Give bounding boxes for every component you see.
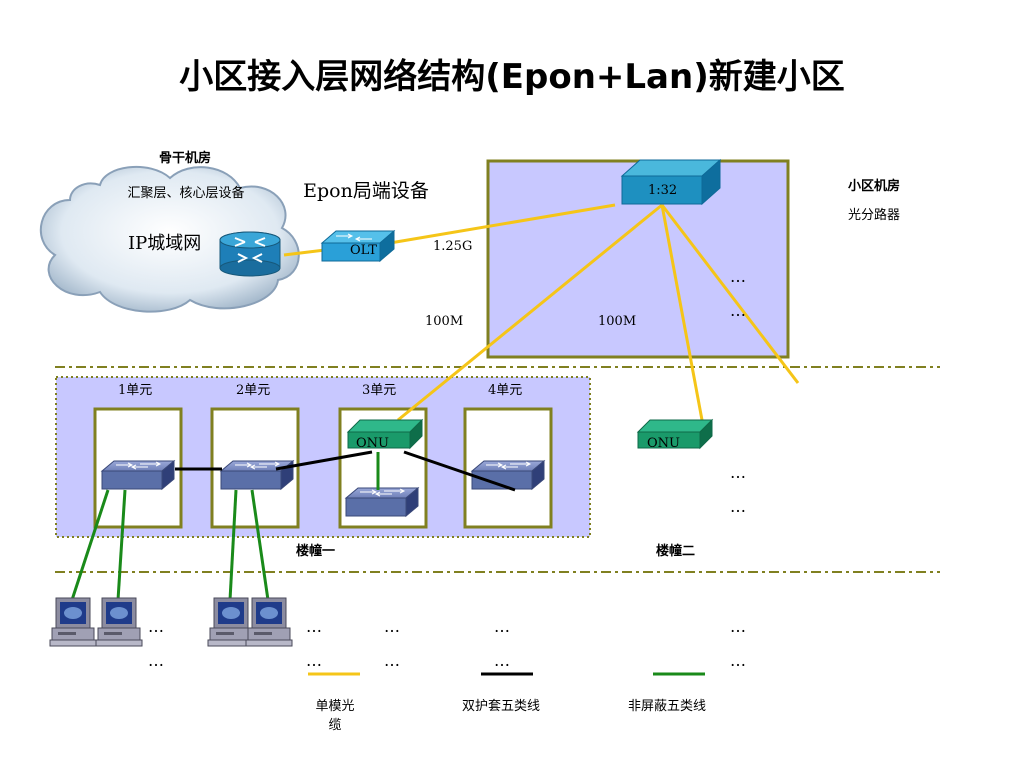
ellipsis: … <box>730 497 747 516</box>
ellipsis: … <box>730 301 747 320</box>
downlink-speed-b: 100M <box>598 314 637 329</box>
computer-icon <box>95 597 143 647</box>
olt-device-icon <box>320 229 396 263</box>
ellipsis: … <box>148 617 165 636</box>
router-icon <box>219 231 281 277</box>
layer-label: 汇聚层、核心层设备 <box>127 186 245 201</box>
switch-icon <box>101 460 175 490</box>
splitter-ratio: 1:32 <box>648 183 678 198</box>
cloud-icon <box>39 165 300 313</box>
legend-label-fiber: 单模光 <box>315 699 355 714</box>
ellipsis: … <box>306 617 323 636</box>
onu-label: ONU <box>356 436 389 451</box>
splitter-label: 光分路器 <box>848 208 901 223</box>
switch-icon <box>471 460 545 490</box>
ellipsis: … <box>148 651 165 670</box>
building-label-2: 楼幢二 <box>656 544 696 559</box>
unit-label-1: 1单元 <box>118 383 153 398</box>
olt-caption: Epon局端设备 <box>303 180 429 202</box>
legend-label-shielded: 双护套五类线 <box>462 699 541 714</box>
ellipsis: … <box>730 617 747 636</box>
network-label: IP城域网 <box>128 233 202 254</box>
ellipsis: … <box>730 651 747 670</box>
legend-label-fiber-cont: 缆 <box>328 718 342 733</box>
unit-label-2: 2单元 <box>236 383 271 398</box>
switch-icon <box>220 460 294 490</box>
building-label-1: 楼幢一 <box>296 544 336 559</box>
fiber-links <box>283 203 800 422</box>
computer-icon <box>245 597 293 647</box>
ellipsis: … <box>730 267 747 286</box>
olt-device-label: OLT <box>350 243 377 258</box>
ellipsis: … <box>384 651 401 670</box>
shielded-cat5-links <box>175 450 516 492</box>
downlink-speed-a: 100M <box>425 314 464 329</box>
unit-label-3: 3单元 <box>362 383 397 398</box>
unit-label-4: 4单元 <box>488 383 523 398</box>
ellipsis: … <box>494 651 511 670</box>
ellipsis: … <box>730 463 747 482</box>
backbone-room-label: 骨干机房 <box>158 151 211 166</box>
switch-icon <box>345 487 419 517</box>
splitter-icon <box>620 158 722 206</box>
legend-label-utp: 非屏蔽五类线 <box>628 699 707 714</box>
ellipsis: … <box>384 617 401 636</box>
utp-links <box>70 452 380 601</box>
uplink-speed: 1.25G <box>433 239 473 254</box>
ellipsis: … <box>306 651 323 670</box>
onu-label: ONU <box>647 436 680 451</box>
district-room-label: 小区机房 <box>848 179 901 194</box>
computer-icon <box>207 597 255 647</box>
computer-icon <box>49 597 97 647</box>
page-title: 小区接入层网络结构(Epon+Lan)新建小区 <box>179 57 845 97</box>
ellipsis: … <box>494 617 511 636</box>
